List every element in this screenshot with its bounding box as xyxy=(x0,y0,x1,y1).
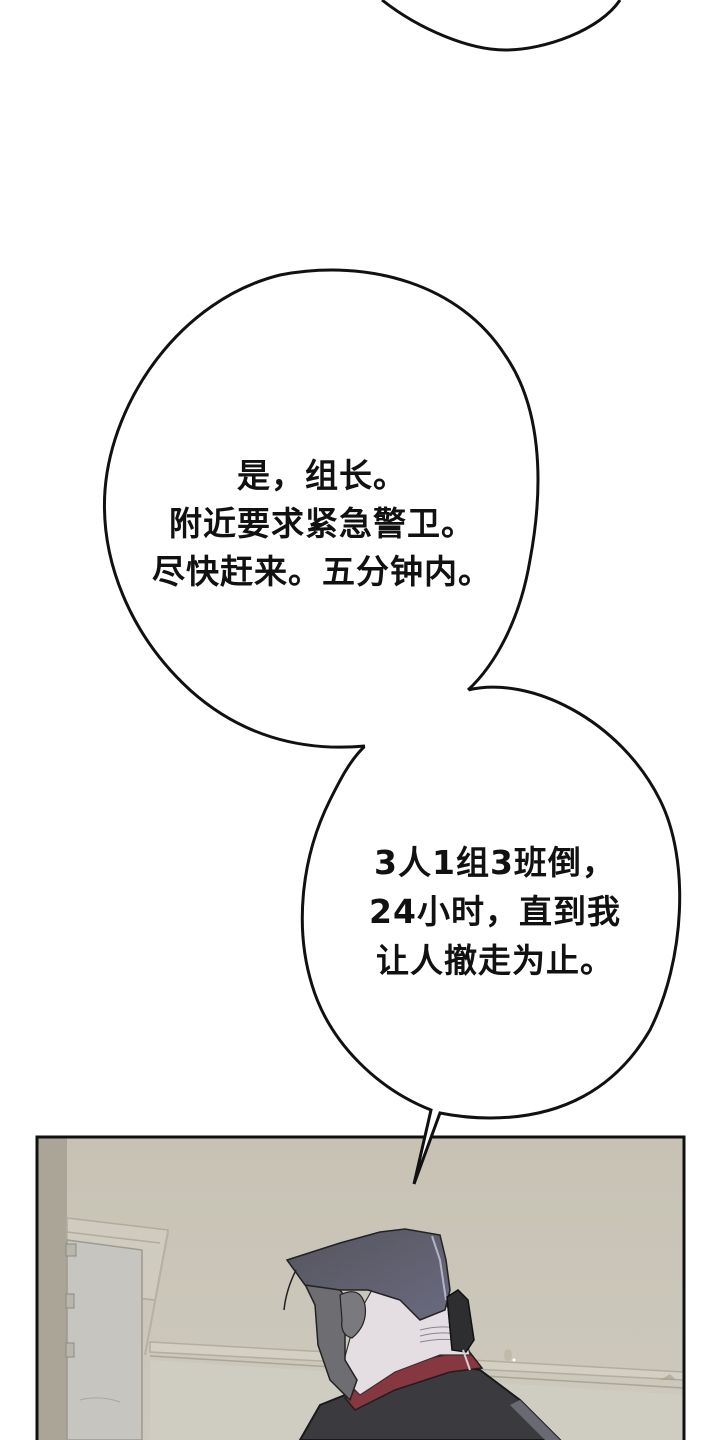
speech-bubble-1 xyxy=(102,268,540,749)
speech-bubble-2-text: 3人1组3班倒， 24小时，直到我 让人撤走为止。 xyxy=(340,838,650,985)
door-hinge xyxy=(65,1293,75,1309)
dialogue-line: 附近要求紧急警卫。 xyxy=(169,504,475,543)
dialogue-line: 让人撤走为止。 xyxy=(376,941,614,980)
dialogue-line: 3人1组3班倒， xyxy=(374,843,616,882)
speech-bubble-top-partial xyxy=(381,0,622,52)
door-frame xyxy=(37,1137,67,1440)
dialogue-line: 尽快赶来。五分钟内。 xyxy=(152,552,492,591)
speech-bubble-2 xyxy=(300,685,682,1185)
door-hinge xyxy=(65,1243,77,1257)
door-hinge xyxy=(65,1342,75,1358)
character-earpiece xyxy=(446,1289,475,1353)
dialogue-line: 是，组长。 xyxy=(237,456,407,495)
door-panel xyxy=(66,1239,143,1440)
panel-border xyxy=(35,1135,686,1440)
character-ear xyxy=(339,1291,367,1339)
speech-bubble-1-text: 是，组长。 附近要求紧急警卫。 尽快赶来。五分钟内。 xyxy=(104,452,540,596)
dialogue-line: 24小时，直到我 xyxy=(369,892,621,931)
